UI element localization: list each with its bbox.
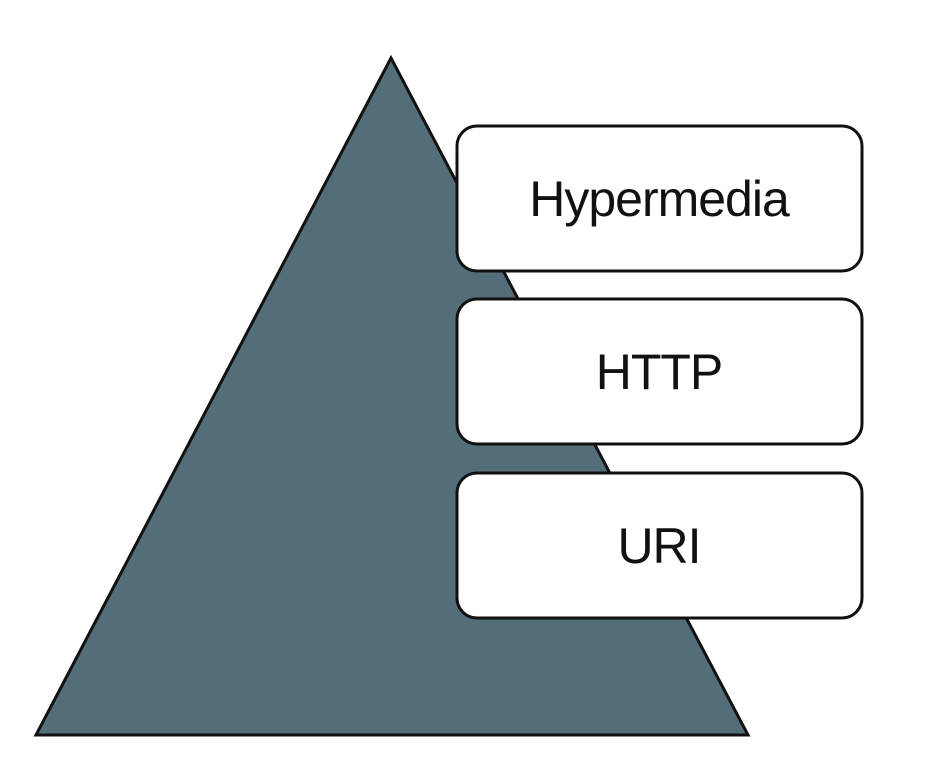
layer-hypermedia: Hypermedia	[455, 124, 864, 273]
layer-box-uri	[455, 471, 864, 620]
layer-box-hypermedia	[455, 124, 864, 273]
layer-label-uri: URI	[617, 518, 700, 574]
layer-uri: URI	[455, 471, 864, 620]
layer-http: HTTP	[455, 297, 864, 446]
layer-box-http	[455, 297, 864, 446]
layer-label-hypermedia: Hypermedia	[529, 171, 790, 227]
layer-label-http: HTTP	[596, 344, 723, 400]
